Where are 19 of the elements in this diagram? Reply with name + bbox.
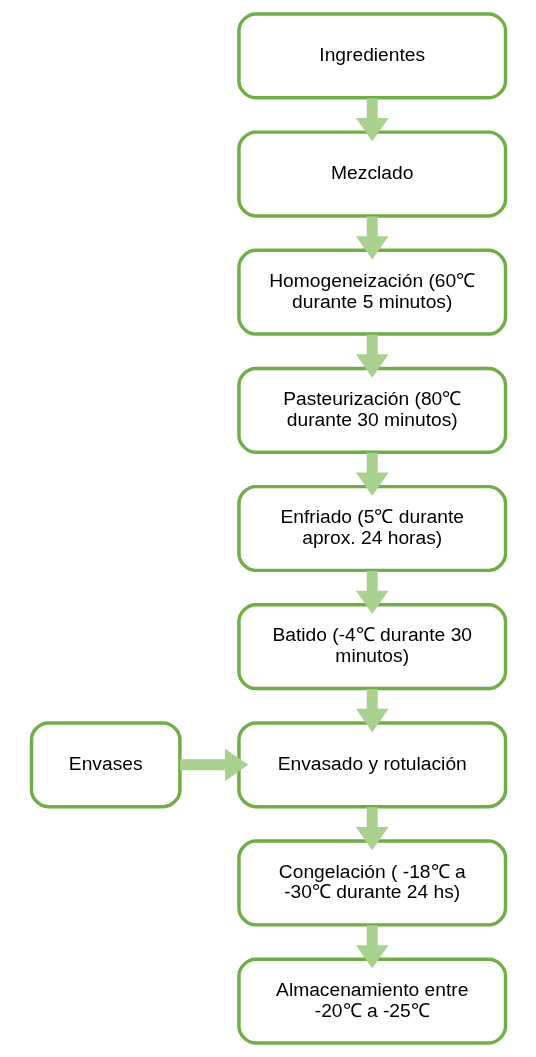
node-box: Batido (-4℃ durante 30 minutos) <box>236 603 507 691</box>
node-box: Pasteurización (80℃ durante 30 minutos) <box>236 366 507 454</box>
arrow <box>355 689 389 733</box>
arrow <box>355 452 389 496</box>
node-box: Envasado y rotulación <box>236 721 507 809</box>
arrow <box>355 98 389 142</box>
arrow <box>179 748 248 782</box>
arrow <box>355 925 389 969</box>
arrow <box>355 216 389 260</box>
node-box: Mezclado <box>236 130 507 218</box>
node-box: Ingredientes <box>236 12 507 100</box>
arrow <box>355 570 389 614</box>
node-box: Enfriado (5℃ durante aprox. 24 horas) <box>236 484 507 573</box>
node-box: Almacenamiento entre -20℃ a -25℃ <box>236 957 507 1045</box>
node-box: Envases <box>29 721 182 809</box>
node-box: Congelación ( -18℃ a -30℃ durante 24 hs) <box>236 839 507 927</box>
arrow <box>355 334 389 378</box>
arrow <box>355 807 389 851</box>
node-box: Homogeneización (60℃ durante 5 minutos) <box>236 248 507 336</box>
